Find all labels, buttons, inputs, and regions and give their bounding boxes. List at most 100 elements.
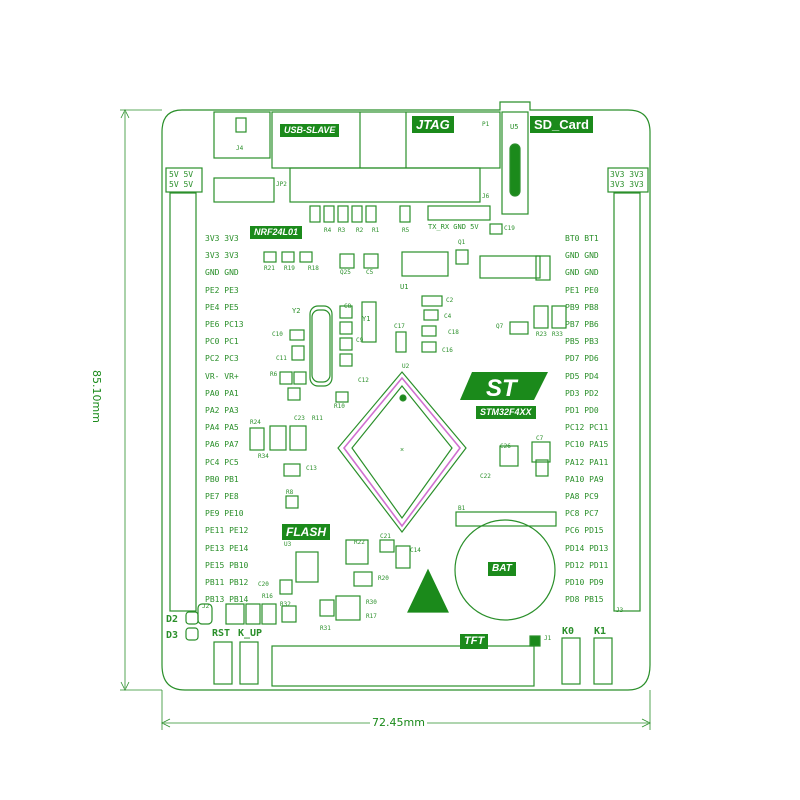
part-label: C17 <box>394 323 405 330</box>
right-pin-label: PD10 PD9 <box>565 578 604 587</box>
dimension-width-label: 72.45mm <box>370 716 427 729</box>
part-label: C5 <box>366 269 374 276</box>
jtag-tag: JTAG <box>412 116 454 133</box>
left-pin-label: PE2 PE3 <box>205 285 239 295</box>
part-label: C23 <box>294 415 305 422</box>
u3-label: U3 <box>284 541 292 548</box>
q1-label: Q1 <box>458 239 466 246</box>
part-label: R21 <box>264 265 275 272</box>
right-pin-label: PA10 PA9 <box>565 474 604 484</box>
part-label: C2 <box>446 297 454 304</box>
d2-label: D2 <box>166 614 179 625</box>
b1-label: B1 <box>458 505 466 512</box>
left-pin-label: PC4 PC5 <box>205 457 239 467</box>
usb-slave-tag: USB-SLAVE <box>280 124 340 137</box>
mcu-tag: STM32F4XX <box>476 406 536 419</box>
tft-tag: TFT <box>460 634 489 649</box>
right-pin-label: PB9 PB8 <box>565 302 599 312</box>
svg-text:×: × <box>400 447 404 454</box>
part-label: R6 <box>270 371 278 378</box>
svg-text:ST: ST <box>486 375 519 402</box>
board-outline <box>161 101 651 691</box>
part-label: R11 <box>312 415 323 422</box>
sd-card-tag: SD_Card <box>530 116 593 133</box>
rst-label[interactable]: RST <box>212 628 231 639</box>
u5-label: U5 <box>510 123 519 131</box>
right-pin-label: PD7 PD6 <box>565 354 599 364</box>
p1-label: P1 <box>482 121 490 128</box>
part-label: C13 <box>306 465 317 472</box>
nrf-tag: NRF24L01 <box>250 226 303 239</box>
dimension-height-label: 85.10mm <box>89 370 103 423</box>
part-label: R3 <box>338 227 346 234</box>
right-pin-label: PD3 PD2 <box>565 388 599 398</box>
sd-card-slot <box>501 111 529 215</box>
part-label: C16 <box>442 347 453 354</box>
k0-button <box>561 637 581 685</box>
power-left-1: 5V 5V <box>169 170 194 179</box>
part-label: C7 <box>536 435 544 442</box>
left-pin-label: PE11 PE12 <box>205 526 249 536</box>
part-label: R33 <box>552 331 563 338</box>
left-pin-label: PE15 PB10 <box>205 560 249 570</box>
flash-tag: FLASH <box>282 524 330 540</box>
part-label: R19 <box>284 265 295 272</box>
right-pin-label: PB7 PB6 <box>565 320 599 329</box>
power-right-1: 3V3 3V3 <box>610 170 644 179</box>
part-label: R8 <box>286 489 294 496</box>
esd-symbol-icon <box>407 568 449 613</box>
u1-label: U1 <box>400 283 409 291</box>
right-pin-label: GND GND <box>565 251 599 261</box>
flash-chip <box>295 551 319 583</box>
part-label: R30 <box>366 599 377 606</box>
part-label: R2 <box>356 227 364 234</box>
part-label: R10 <box>334 403 345 410</box>
part-label: C14 <box>410 547 421 554</box>
left-pin-label: 3V3 3V3 <box>205 251 239 261</box>
right-pin-label: PD5 PD4 <box>565 371 599 381</box>
right-pin-label: GND GND <box>565 268 599 278</box>
rst-button <box>213 641 233 685</box>
d3-label: D3 <box>166 630 179 641</box>
j2-label: J2 <box>202 603 210 610</box>
kup-label[interactable]: K_UP <box>238 628 263 639</box>
part-label: C8 <box>344 303 352 310</box>
k1-label[interactable]: K1 <box>594 626 607 637</box>
j1-label: J1 <box>544 635 552 642</box>
left-pin-label: PC2 PC3 <box>205 354 239 364</box>
part-label: C20 <box>258 581 269 588</box>
kup-button <box>239 641 259 685</box>
left-pin-label: PC0 PC1 <box>205 337 239 347</box>
battery-holder <box>454 519 556 621</box>
part-label: C4 <box>444 313 452 320</box>
left-pin-label: GND GND <box>205 268 239 278</box>
part-label: R22 <box>354 539 365 546</box>
right-pin-label: PA12 PA11 <box>565 457 609 467</box>
part-label: R31 <box>320 625 331 632</box>
left-pin-label: PE4 PE5 <box>205 302 239 312</box>
right-pin-label: PD14 PD13 <box>565 543 609 553</box>
part-label: Q25 <box>340 269 351 276</box>
right-pin-label: PC12 PC11 <box>565 423 609 433</box>
right-pin-label: PA8 PC9 <box>565 492 599 501</box>
left-pin-label: PE6 PC13 <box>205 320 244 329</box>
left-pin-label: PB0 PB1 <box>205 474 239 484</box>
k1-button <box>593 637 613 685</box>
j3-label: J3 <box>616 607 624 614</box>
part-label: R23 <box>536 331 547 338</box>
right-pin-label: PD1 PD0 <box>565 406 599 415</box>
left-pin-label: PA0 PA1 <box>205 388 239 398</box>
part-label: C10 <box>272 331 283 338</box>
left-pin-label: 3V3 3V3 <box>205 234 239 243</box>
power-right-2: 3V3 3V3 <box>610 180 644 189</box>
left-pin-label: PE7 PE8 <box>205 492 239 501</box>
y2-label: Y2 <box>292 307 301 315</box>
k0-label[interactable]: K0 <box>562 626 575 637</box>
right-pin-header <box>613 192 641 612</box>
power-left-2: 5V 5V <box>169 180 194 189</box>
part-label: C19 <box>504 225 515 232</box>
usb-connector <box>213 111 271 159</box>
part-label: R4 <box>324 227 332 234</box>
left-pin-header <box>169 192 197 612</box>
